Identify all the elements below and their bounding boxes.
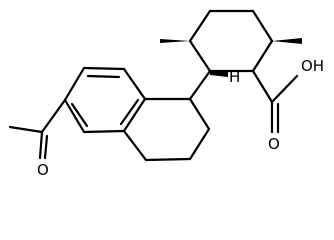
bond [63, 98, 86, 134]
bond [8, 125, 44, 134]
middle-ring [122, 97, 211, 162]
ketone-oxygen-label: O [37, 161, 49, 179]
hydrogen-wedge [210, 71, 228, 77]
hydrogen-label: H [229, 68, 240, 86]
aromatic-ring [63, 66, 147, 134]
bond [144, 157, 192, 162]
bond [188, 127, 211, 161]
double-bond-inner [119, 98, 140, 126]
carboxylic-acid [251, 69, 299, 134]
double-bond-inner [70, 102, 89, 128]
methyl-wedge-left [160, 39, 190, 43]
methyl-wedge-right [272, 38, 302, 44]
structure-diagram: OH O O H [8, 9, 324, 179]
bond [188, 69, 212, 101]
bond [82, 129, 126, 134]
bond [251, 9, 274, 43]
bond [40, 98, 67, 134]
acetyl-group [8, 98, 67, 160]
bond [188, 97, 211, 131]
bond [38, 130, 44, 160]
bond [122, 67, 147, 101]
molecule-svg: OH O O H [8, 9, 324, 179]
bond [188, 39, 212, 73]
bond [251, 39, 274, 73]
top-ring [188, 9, 274, 101]
bond [82, 66, 126, 71]
bond [122, 129, 148, 162]
hydroxyl-label: OH [301, 57, 324, 75]
double-bond-inner [43, 134, 49, 160]
bond [188, 9, 212, 43]
bond [63, 66, 86, 102]
bond [251, 69, 274, 104]
bond [122, 97, 147, 133]
acid-oxygen-label: O [268, 135, 280, 153]
bond [270, 74, 299, 104]
double-bond-inner [86, 74, 121, 79]
